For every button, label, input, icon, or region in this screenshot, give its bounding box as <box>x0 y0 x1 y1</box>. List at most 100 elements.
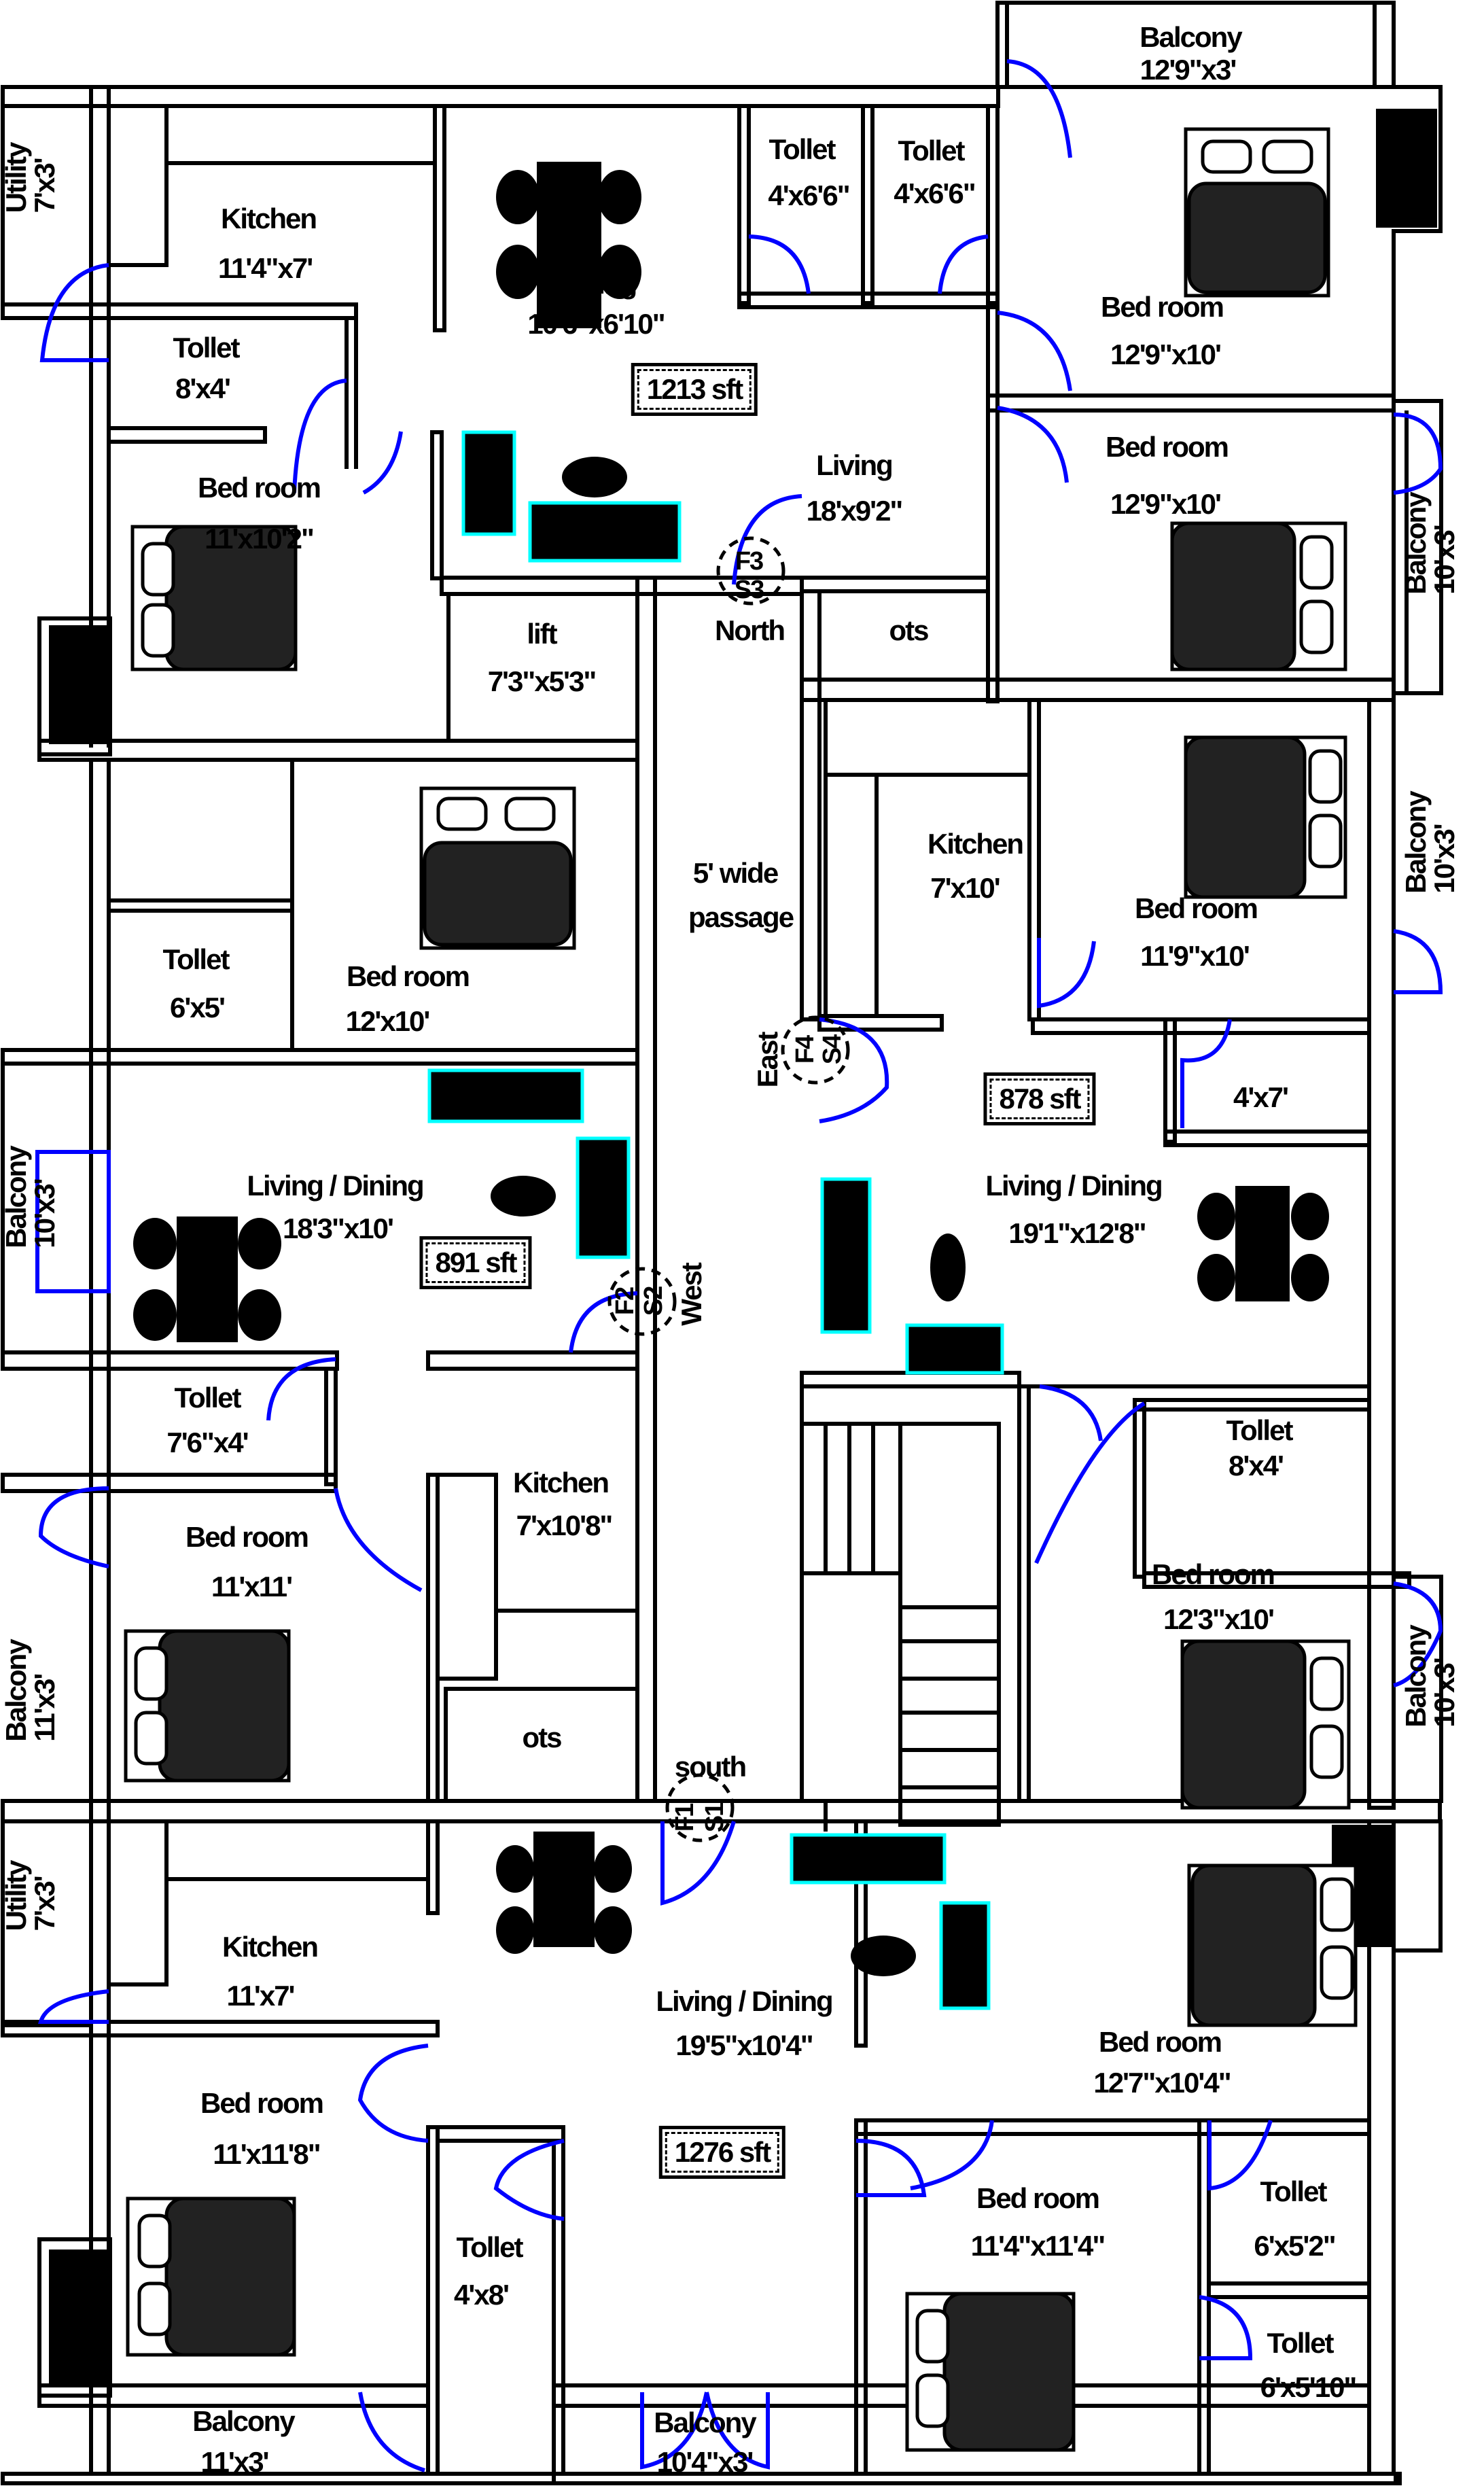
room-size: 10'x3' <box>29 1179 60 1248</box>
room-name: Balcony <box>654 2406 756 2438</box>
area-badge: 878 sft <box>983 1072 1096 1125</box>
room-name: Living / Dining <box>656 1985 833 2017</box>
room-name: Tollet <box>1267 2327 1335 2359</box>
room-size: 12'9"x10' <box>1110 338 1222 370</box>
room-name: Living / Dining <box>985 1170 1163 1202</box>
room-name: Balcony <box>1400 493 1432 595</box>
entry-marker-f1 <box>665 1773 735 1842</box>
room-size: 11'x11' <box>211 1571 293 1603</box>
duct-shaft <box>1376 109 1437 228</box>
room-size: 4'x6'6" <box>768 179 850 211</box>
bed-sw <box>126 2196 296 2357</box>
bed-w1 <box>419 786 576 950</box>
room-name: Balcony <box>0 1146 32 1248</box>
lift-name: lift <box>527 618 557 650</box>
room-size: 6'x5'10" <box>1260 2371 1358 2403</box>
stair-id: S2 <box>639 1286 668 1316</box>
room-size: 18'3"x10' <box>282 1212 394 1244</box>
flat-id: F1 <box>671 1804 699 1832</box>
entry-markers <box>607 536 850 1842</box>
staircase <box>800 1422 1001 1832</box>
room-size: 11'4"x11'4" <box>970 2230 1106 2262</box>
bed-ne1 <box>1184 127 1330 298</box>
room-name: Living / Dining <box>247 1170 424 1202</box>
room-size: 12'9"x10' <box>1110 488 1222 520</box>
bed-se1 <box>1187 1863 1358 2027</box>
room-name: Bed room <box>976 2182 1100 2214</box>
dining-table-west <box>133 1216 281 1342</box>
doors <box>35 59 1443 2472</box>
room-size: 4'x6'6" <box>894 177 976 209</box>
sofa-west <box>427 1068 631 1259</box>
sofa-south <box>790 1833 991 2010</box>
room-size: 12'3"x10' <box>1163 1603 1275 1635</box>
room-name: Balcony <box>1400 792 1432 894</box>
room-size: 11'x7' <box>226 1980 295 2012</box>
stair-id: S4 <box>818 1035 847 1065</box>
room-name: Tollet <box>456 2231 524 2263</box>
area-badge: 1276 sft <box>658 2126 786 2179</box>
direction-label: North <box>715 614 785 646</box>
room-name: Balcony <box>192 2405 295 2437</box>
room-name: Balcony <box>1140 21 1242 53</box>
entry-marker-f3 <box>716 536 785 606</box>
bed-e2 <box>1180 1639 1351 1810</box>
room-size: 11'x10'2" <box>205 523 315 555</box>
room-size: 4'x8' <box>453 2279 510 2311</box>
flat-id: F4 <box>791 1036 819 1064</box>
passage-label-1: 5' wide <box>692 857 779 889</box>
room-size: 18'x9'2" <box>806 495 904 527</box>
room-name: Tollet <box>1226 1414 1294 1446</box>
room-name: Bed room <box>1098 2026 1222 2058</box>
room-name: Dining <box>555 268 638 300</box>
room-name: Tollet <box>162 943 230 975</box>
room-size: 7'x10'8" <box>516 1509 614 1541</box>
room-size: 4'x7' <box>1233 1081 1289 1113</box>
room-size: 12'7"x10'4" <box>1093 2067 1231 2099</box>
room-name: Bed room <box>1105 431 1229 463</box>
room-name: Tollet <box>898 135 966 167</box>
room-size: 10'4"x3' <box>656 2446 754 2478</box>
room-size: 11'x11'8" <box>213 2138 321 2170</box>
room-size: 19'1"x12'8" <box>1008 1217 1146 1249</box>
room-name: Bed room <box>346 960 470 992</box>
bed-e1 <box>1184 735 1347 899</box>
room-size: 11'x3' <box>200 2446 269 2478</box>
passage-label-2: passage <box>688 901 794 933</box>
ots-label: ots <box>522 1721 563 1753</box>
room-name: Bed room <box>1100 291 1224 323</box>
room-size: 7'6"x4' <box>166 1426 249 1458</box>
bed-nw <box>130 525 298 671</box>
room-size: 11'9"x10' <box>1140 940 1250 972</box>
room-name: Utility <box>0 1861 32 1931</box>
flat-id: F3 <box>735 547 764 576</box>
room-size: 8'x4' <box>175 372 231 404</box>
dining-table-east <box>1197 1186 1329 1301</box>
sofa-east <box>820 1177 1004 1375</box>
area-badge: 1213 sft <box>631 363 758 416</box>
room-size: 7'x10' <box>930 872 1000 904</box>
dining-table-north <box>496 162 641 328</box>
room-name: Tollet <box>174 1382 242 1414</box>
room-size: 10'x3' <box>1428 525 1460 595</box>
room-size: 7'x3' <box>29 158 60 213</box>
room-name: Bed room <box>1134 892 1258 924</box>
room-name: Kitchen <box>220 203 317 234</box>
room-size: 8'x4' <box>1228 1450 1284 1482</box>
room-name: Utility <box>0 143 32 213</box>
room-name: Bed room <box>200 2087 324 2119</box>
bed-s2 <box>905 2292 1076 2452</box>
direction-label: West <box>675 1263 707 1326</box>
room-name: Living <box>816 449 894 481</box>
walls <box>1 1 1443 2485</box>
room-name: Kitchen <box>222 1931 319 1963</box>
room-size: 7'x3' <box>29 1876 60 1931</box>
room-name: Bed room <box>185 1521 309 1553</box>
direction-label: south <box>674 1751 747 1783</box>
room-name: Tollet <box>1260 2175 1328 2207</box>
